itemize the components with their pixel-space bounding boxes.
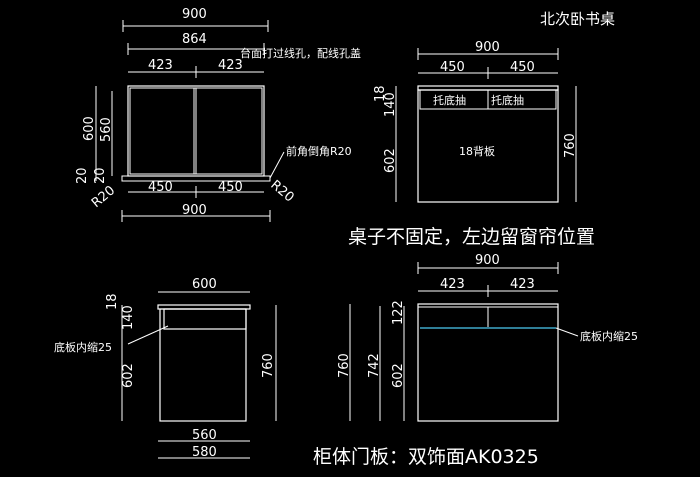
front-dim-760: 760 (563, 133, 578, 158)
dim-600: 600 (82, 116, 97, 141)
note-not-fixed: 桌子不固定，左边留窗帘位置 (348, 226, 595, 248)
front-dim-450-right: 450 (510, 60, 535, 75)
side-drawer (163, 308, 247, 330)
drawer-left-label: 托底抽 (433, 93, 466, 107)
front-dim-18: 18 (373, 85, 388, 102)
dim-864: 864 (182, 32, 207, 47)
side-dim-140: 140 (121, 305, 136, 330)
corner-r20-left: R20 (89, 183, 118, 211)
rear-body (417, 303, 559, 422)
side-top-board (157, 304, 251, 310)
rear-dim-423-right: 423 (510, 277, 535, 292)
side-dim-760: 760 (261, 353, 276, 378)
front-view: 900 450 450 托底抽 托底抽 18背板 18 140 602 760 … (348, 40, 595, 248)
side-note-bottom-inset: 底板内缩25 (54, 340, 112, 354)
plan-front-edge (121, 175, 271, 182)
front-dim-900: 900 (475, 40, 500, 55)
front-dim-450-left: 450 (440, 60, 465, 75)
side-dim-560: 560 (192, 428, 217, 443)
dim-20-a: 20 (75, 167, 90, 184)
rear-dim-122: 122 (391, 300, 406, 325)
side-dim-602: 602 (121, 363, 136, 388)
plan-view: 900 864 423 423 台面打过线孔，配线孔盖 600 560 20 2… (75, 7, 361, 222)
rear-dim-742: 742 (367, 353, 382, 378)
drawing-title: 北次卧书桌 (540, 10, 615, 28)
dim-900-bottom: 900 (182, 203, 207, 218)
rear-view: 900 423 423 760 742 122 602 底板内缩25 (337, 253, 638, 422)
front-dim-140: 140 (383, 92, 398, 117)
side-dim-600: 600 (192, 277, 217, 292)
dim-20-b: 20 (93, 167, 108, 184)
dim-900-top: 900 (182, 7, 207, 22)
side-view: 600 18 140 602 760 底板内缩25 560 580 (54, 277, 277, 460)
dim-560: 560 (99, 117, 114, 142)
dim-423-left: 423 (148, 58, 173, 73)
side-body (159, 308, 247, 422)
rear-note-bottom-inset: 底板内缩25 (580, 329, 638, 343)
footer-material-note: 柜体门板：双饰面AK0325 (313, 446, 539, 468)
dim-423-right: 423 (218, 58, 243, 73)
back-panel-label: 18背板 (459, 144, 495, 158)
front-dim-602: 602 (383, 148, 398, 173)
side-dim-580: 580 (192, 445, 217, 460)
rear-dim-423-left: 423 (440, 277, 465, 292)
side-dim-18: 18 (105, 293, 120, 310)
rear-dim-760: 760 (337, 353, 352, 378)
note-front-corner: 前角倒角R20 (286, 144, 352, 158)
rear-dim-602: 602 (391, 363, 406, 388)
note-wire-hole: 台面打过线孔，配线孔盖 (240, 46, 361, 60)
dim-450-right: 450 (218, 180, 243, 195)
drawer-right-label: 托底抽 (491, 93, 524, 107)
corner-r20-right: R20 (267, 178, 296, 206)
dim-450-left: 450 (148, 180, 173, 195)
rear-dim-900: 900 (475, 253, 500, 268)
